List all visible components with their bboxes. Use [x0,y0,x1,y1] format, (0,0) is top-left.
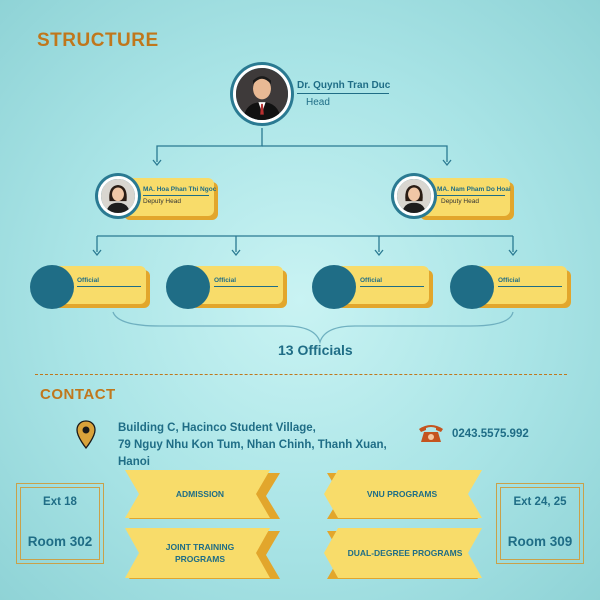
deputy-role-2: Deputy Head [441,198,479,205]
section-divider [35,374,567,375]
person-icon [236,68,288,120]
head-underline [297,93,389,94]
person-icon [101,179,135,213]
deputy-name-1: MA. Hoa Phan Thi Ngoc [143,186,217,193]
official-label-2: Official [214,277,237,284]
deputy-name-2: MA. Nam Pham Do Hoai [437,186,511,193]
official-label-3: Official [360,277,383,284]
contact-title: CONTACT [40,386,116,403]
room-num-right: Room 309 [507,534,573,549]
telephone-icon [419,425,443,442]
official-label-4: Official [498,277,521,284]
deputy-underline-1 [143,195,209,196]
room-box-right [496,483,584,564]
address-line-3: Hanoi [118,456,150,468]
deputy-photo-2 [394,176,434,216]
official-photo-2 [166,265,210,309]
room-num-left: Room 302 [27,534,93,549]
room-box-left [16,483,104,564]
program-joint-training[interactable]: JOINT TRAINING PROGRAMS [165,542,235,564]
official-underline-2 [214,286,278,287]
deputy-role-1: Deputy Head [143,198,181,205]
official-photo-1 [30,265,74,309]
room-ext-right: Ext 24, 25 [513,496,567,508]
room-ext-left: Ext 18 [43,496,77,508]
official-label-1: Official [77,277,100,284]
official-underline-1 [77,286,141,287]
official-photo-3 [312,265,356,309]
program-admission[interactable]: ADMISSION [175,489,225,499]
head-name: Dr. Quynh Tran Duc [297,80,391,91]
address-line-1: Building C, Hacinco Student Village, [118,422,316,434]
person-icon [397,179,431,213]
program-dual-degree[interactable]: DUAL-DEGREE PROGRAMS [347,548,463,558]
head-role: Head [306,97,330,108]
deputy-photo-1 [98,176,138,216]
location-pin-icon [76,420,96,450]
structure-title: STRUCTURE [37,30,159,51]
official-underline-4 [498,286,562,287]
officials-count: 13 Officials [278,342,353,358]
deputy-underline-2 [437,195,505,196]
head-photo [233,65,291,123]
address-line-2: 79 Nguy Nhu Kon Tum, Nhan Chinh, Thanh X… [118,439,387,451]
official-underline-3 [360,286,424,287]
official-photo-4 [450,265,494,309]
phone-number: 0243.5575.992 [452,428,529,440]
program-vnu[interactable]: VNU PROGRAMS [366,489,438,499]
